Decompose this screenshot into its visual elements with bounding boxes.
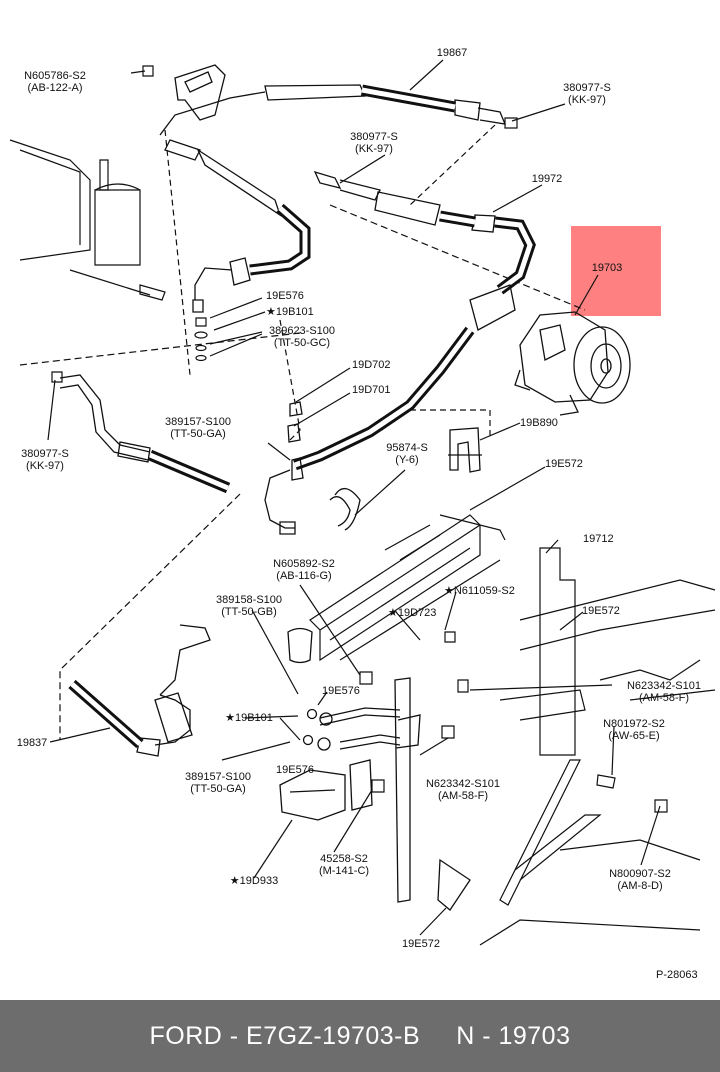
label-45258: 45258-S2(M-141-C) — [318, 853, 370, 877]
label-19d933: ★19D933 — [229, 875, 279, 887]
label-19b101-top: ★19B101 — [266, 306, 314, 318]
label-n623342-bottom: N623342-S101(AM-58-F) — [425, 778, 501, 802]
label-19d702: 19D702 — [352, 359, 391, 371]
label-19d701: 19D701 — [352, 384, 391, 396]
label-19e572-bottom: 19E572 — [402, 938, 440, 950]
label-19e572-top: 19E572 — [545, 458, 583, 470]
label-n623342-top: N623342-S101(AM-58-F) — [626, 680, 702, 704]
figure-id: P-28063 — [656, 969, 698, 981]
footer-part-number: FORD - E7GZ-19703-B — [149, 1021, 421, 1050]
label-19712: 19712 — [583, 533, 614, 545]
footer-bar: FORD - E7GZ-19703-B N - 19703 — [0, 1000, 720, 1072]
label-n605892: N605892-S2(AB-116-G) — [273, 558, 335, 582]
label-389157-bottom: 389157-S100(TT-50-GA) — [184, 771, 252, 795]
label-19e576-mid: 19E576 — [322, 685, 360, 697]
label-19d723: ★19D723 — [388, 607, 437, 619]
label-19e572-right: 19E572 — [582, 605, 620, 617]
label-389157-top: 389157-S100(TT-50-GA) — [164, 416, 232, 440]
label-19867: 19867 — [436, 47, 468, 59]
label-380977-left: 380977-S(KK-97) — [21, 448, 69, 472]
label-380977-top-right: 380977-S(KK-97) — [563, 82, 611, 106]
label-n605786: N605786-S2(AB-122-A) — [24, 70, 86, 94]
label-19972: 19972 — [531, 173, 563, 185]
label-389158: 389158-S100(TT-50-GB) — [215, 594, 283, 618]
ac-system-diagram — [9, 59, 716, 946]
label-389623: 389623-S100(TT-50-GC) — [268, 325, 336, 349]
label-95874: 95874-S(Y-6) — [386, 442, 428, 466]
label-n611059: ★N611059-S2 — [444, 585, 515, 597]
label-380977-mid: 380977-S(KK-97) — [350, 131, 398, 155]
label-n801972: N801972-S2(AW-65-E) — [603, 718, 665, 742]
label-19b890: 19B890 — [520, 417, 558, 429]
label-19e576-top: 19E576 — [266, 290, 304, 302]
label-19837: 19837 — [16, 737, 48, 749]
highlight-box — [571, 226, 661, 316]
label-19b101-mid: ★19B101 — [225, 712, 273, 724]
label-19e576-bottom: 19E576 — [276, 764, 314, 776]
footer-reference-number: N - 19703 — [456, 1021, 571, 1050]
label-n800907: N800907-S2(AM-8-D) — [609, 868, 671, 892]
label-19703: 19703 — [591, 262, 623, 274]
